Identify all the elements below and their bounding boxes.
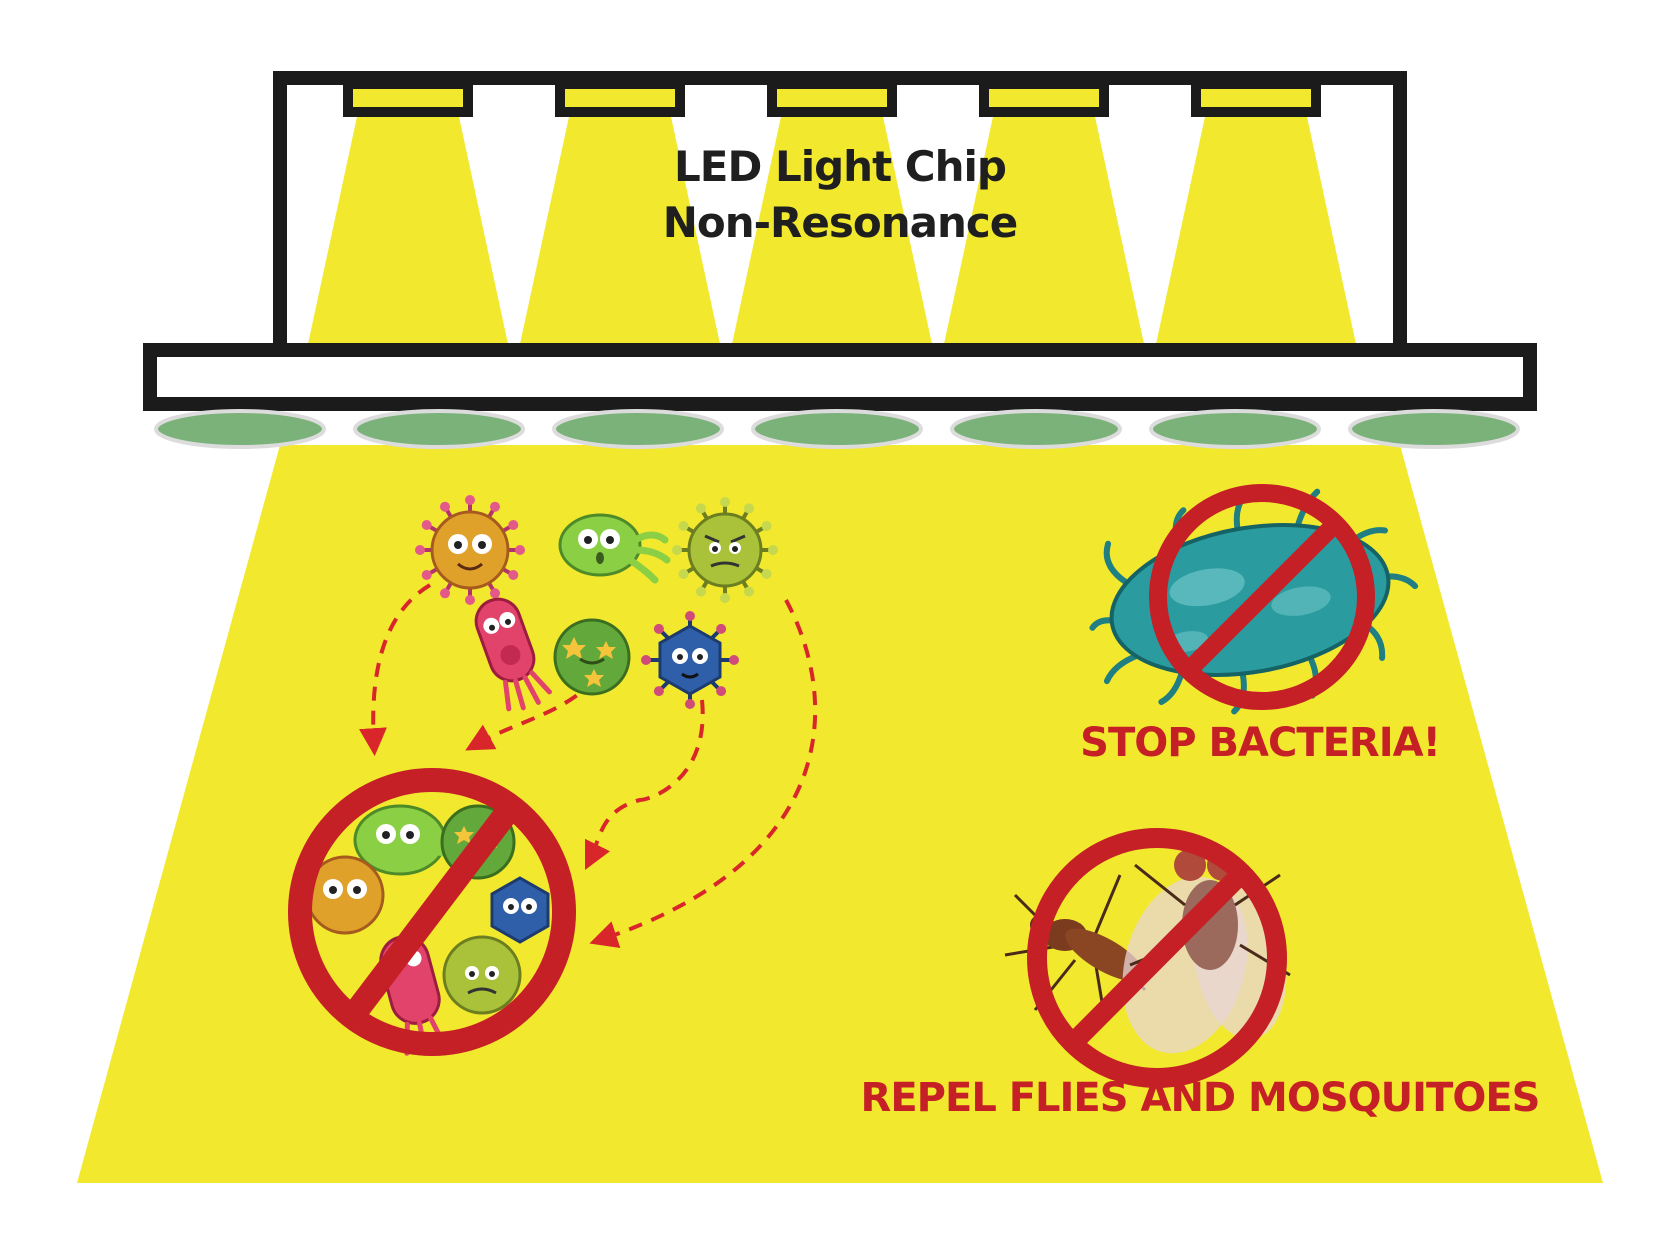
led-chip: [555, 79, 685, 117]
arrow-1: [358, 583, 432, 757]
lens: [154, 409, 326, 449]
lens: [1149, 409, 1321, 449]
prohibited-sign-icon: [1027, 828, 1287, 1088]
lens: [353, 409, 525, 449]
lens: [552, 409, 724, 449]
fixture-title-line2: Non-Resonance: [662, 198, 1019, 247]
lens: [1348, 409, 1520, 449]
led-chip: [343, 79, 473, 117]
fly-icon: [1122, 849, 1291, 1054]
arrow-3: [584, 699, 705, 871]
bacteria-pink-icon: [474, 597, 552, 712]
germs-cluster: [305, 804, 550, 1056]
germ-star-icon: [553, 618, 631, 696]
fixture-bar: [143, 343, 1537, 411]
virus-blue-icon: [641, 611, 739, 709]
lens: [950, 409, 1122, 449]
light-beam: [944, 112, 1144, 344]
lens: [751, 409, 923, 449]
caption-stop-bacteria: STOP BACTERIA!: [1080, 720, 1441, 766]
led-chip: [1191, 79, 1321, 117]
light-beam: [308, 112, 508, 344]
light-beam: [732, 112, 932, 344]
led-chip: [979, 79, 1109, 117]
light-beams: [308, 112, 1356, 344]
light-beam: [520, 112, 720, 344]
light-beam: [1156, 112, 1356, 344]
virus-orange-icon: [415, 495, 525, 605]
arrow-4: [589, 599, 818, 948]
germ-green-icon: [558, 513, 671, 584]
virus-olive-icon: [672, 497, 778, 603]
prohibited-sign-icon: [288, 768, 576, 1056]
caption-repel-insects: REPEL FLIES AND MOSQUITOES: [860, 1075, 1541, 1121]
led-chip: [767, 79, 897, 117]
led-chips: [343, 79, 1321, 117]
prohibited-sign-icon: [1149, 484, 1375, 710]
arrow-2: [465, 678, 597, 751]
lens-row: [154, 409, 1520, 449]
fixture-title-line1: LED Light Chip: [674, 142, 1007, 191]
dashed-arrows: [358, 583, 818, 948]
